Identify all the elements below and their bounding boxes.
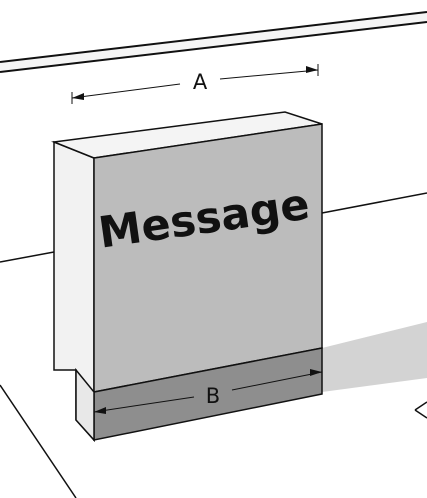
sign-face (93, 123, 323, 393)
dimension-a-label: A (193, 70, 208, 94)
ground-shadow (322, 322, 427, 392)
dimension-a: A (71, 64, 319, 104)
floor-lines (0, 384, 427, 498)
wall-top-molding (0, 11, 427, 73)
sign-base-side (75, 367, 95, 442)
wall-base-line (0, 192, 427, 263)
dimension-b: B (93, 369, 323, 414)
dimension-b-label: B (206, 384, 220, 408)
